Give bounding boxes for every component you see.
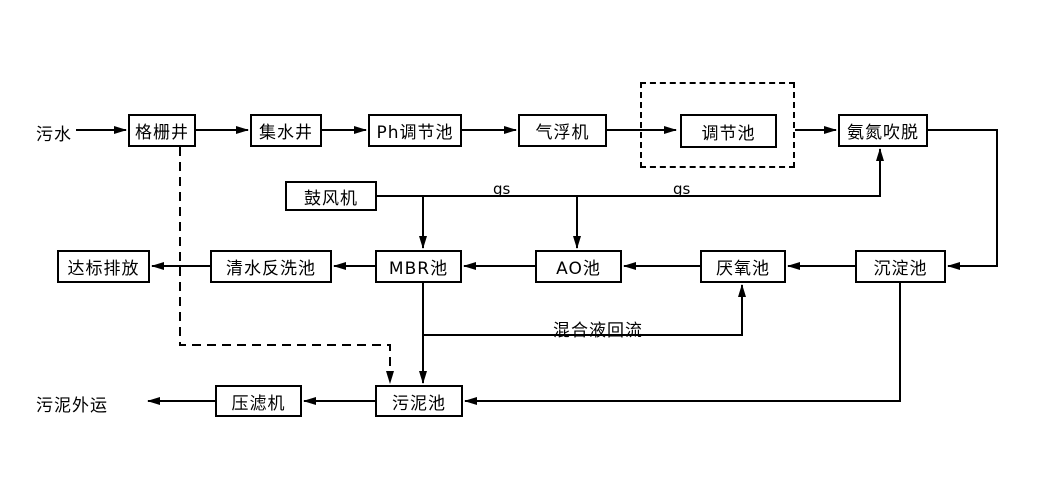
node-ph-adjust-tank: Ph调节池 xyxy=(368,114,462,147)
node-ao-tank: AO池 xyxy=(535,250,622,283)
edge-barscreen-dashed-to-sludgetank xyxy=(179,147,394,384)
node-discharge: 达标排放 xyxy=(57,250,150,283)
node-anaerobic-tank: 厌氧池 xyxy=(700,250,786,283)
node-collection-well: 集水井 xyxy=(250,114,322,147)
node-sedimentation-tank: 沉淀池 xyxy=(855,250,946,283)
edge-blower-gas-main-to-ammonia xyxy=(377,148,884,197)
sludge-out-label: 污泥外运 xyxy=(36,396,108,416)
node-filter-press: 压滤机 xyxy=(215,385,302,417)
node-mbr-tank: MBR池 xyxy=(375,250,462,283)
raw-water-label: 污水 xyxy=(36,125,72,145)
node-bar-screen-well: 格栅井 xyxy=(128,114,196,147)
node-ammonia-stripping: 氨氮吹脱 xyxy=(838,114,928,147)
node-blower: 鼓风机 xyxy=(285,181,377,211)
edge-sedimentation-to-sludgetank xyxy=(464,283,901,405)
node-sludge-tank: 污泥池 xyxy=(375,385,463,417)
mixed-liquor-return-label: 混合液回流 xyxy=(553,321,643,341)
edge-mixed-liquor-return xyxy=(423,284,746,336)
node-backwash-tank: 清水反洗池 xyxy=(210,250,332,283)
edge-ammonia-to-sedimentation xyxy=(928,129,998,270)
regulating-tank-dashed-boundary xyxy=(640,82,795,168)
gas-line-label-1: gs xyxy=(493,180,511,198)
node-regulating-tank: 调节池 xyxy=(680,114,777,148)
gas-line-label-2: gs xyxy=(673,180,691,198)
node-air-flotation: 气浮机 xyxy=(518,114,607,147)
